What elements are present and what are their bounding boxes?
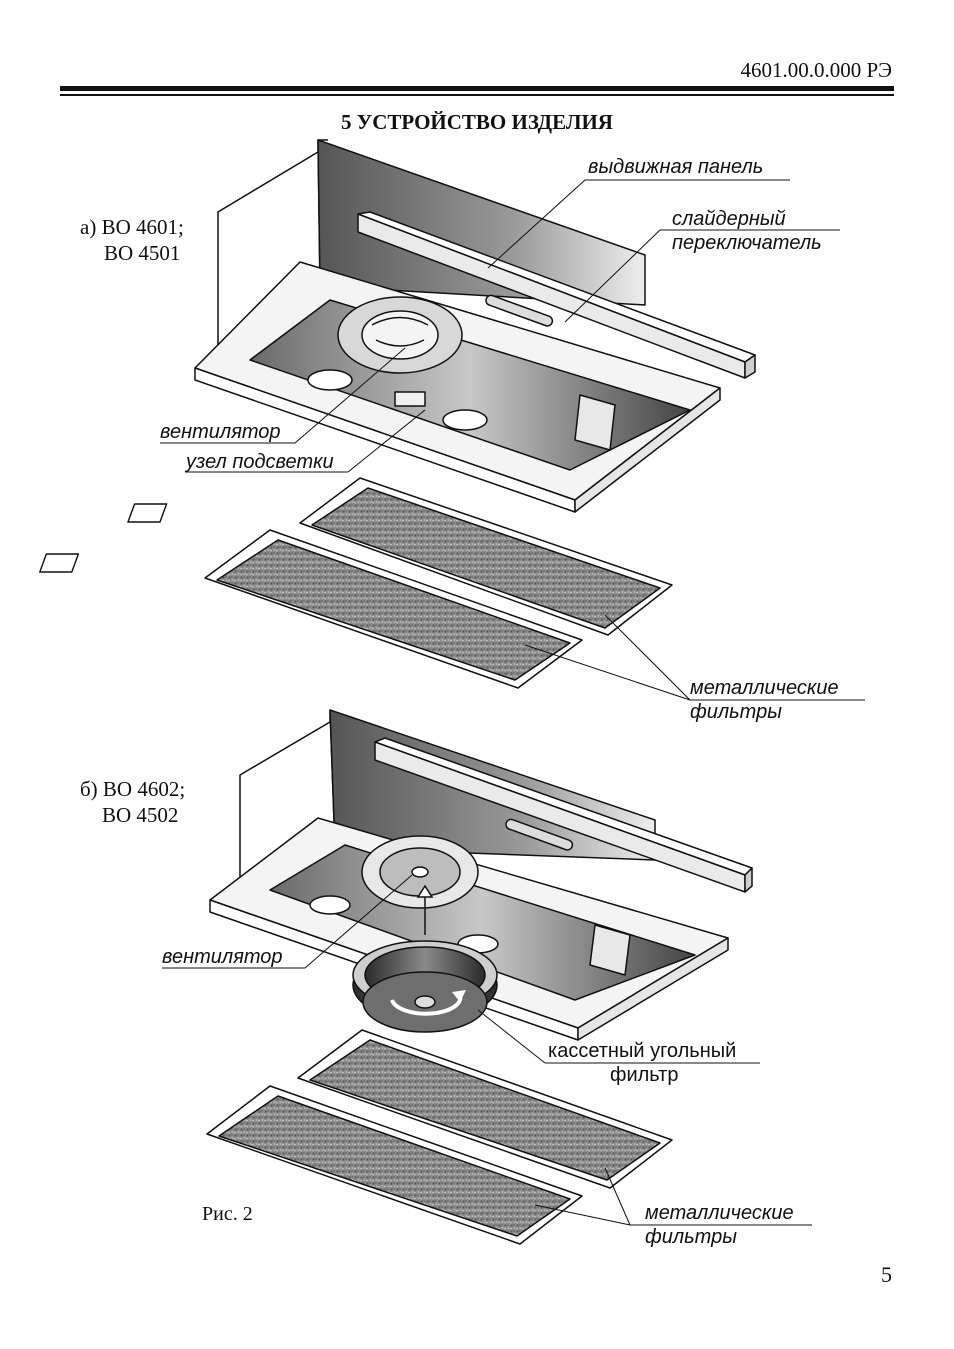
- metal-filters-b: [206, 1029, 673, 1245]
- model-a-line2: ВО 4501: [104, 241, 181, 265]
- label-metal-filters-b-2: фильтры: [645, 1226, 737, 1248]
- model-b-line2: ВО 4502: [102, 803, 179, 827]
- label-metal-filters-b-1: металлические: [645, 1202, 794, 1224]
- label-fan-a: вентилятор: [160, 421, 281, 443]
- label-fan-b: вентилятор: [162, 946, 283, 968]
- install-arrow: [416, 884, 434, 935]
- figure-caption: Рис. 2: [202, 1203, 253, 1225]
- metal-filters-a: [39, 477, 673, 689]
- document-code: 4601.00.0.000 РЭ: [740, 58, 892, 82]
- label-slider-switch-2: переключатель: [672, 232, 822, 254]
- label-lighting-unit: узел подсветки: [186, 451, 334, 473]
- leader-lines-a: [160, 179, 865, 701]
- label-metal-filters-a-1: металлические: [690, 677, 839, 699]
- label-slider-switch-1: слайдерный: [672, 208, 786, 230]
- header-rule-thin: [60, 94, 894, 96]
- label-carbon-filter-2: фильтр: [610, 1064, 679, 1086]
- label-carbon-filter-1: кассетный угольный: [548, 1040, 737, 1062]
- label-sliding-panel: выдвижная панель: [588, 156, 764, 178]
- model-b-label: б) ВО 4602; ВО 4502: [80, 776, 185, 828]
- page-number: 5: [881, 1262, 892, 1287]
- header-rule-thick: [60, 86, 894, 91]
- carbon-filter-b: [352, 940, 498, 1033]
- model-b-line1: б) ВО 4602;: [80, 777, 186, 801]
- label-metal-filters-a-2: фильтры: [690, 701, 782, 723]
- hood-a: [194, 139, 756, 513]
- section-title: 5 УСТРОЙСТВО ИЗДЕЛИЯ: [341, 110, 613, 134]
- model-a-label: а) ВО 4601; ВО 4501: [80, 214, 184, 266]
- leader-lines-b: [162, 874, 812, 1226]
- model-a-line1: а) ВО 4601;: [80, 215, 184, 239]
